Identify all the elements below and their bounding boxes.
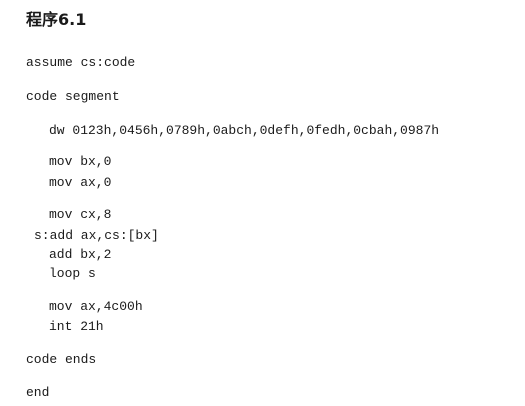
code-line-add-bx: add bx,2 (49, 247, 112, 262)
code-line-assume: assume cs:code (26, 55, 136, 70)
code-line-ends: code ends (26, 352, 97, 367)
code-line-int: int 21h (49, 319, 104, 334)
code-line-mov-cx: mov cx,8 (49, 207, 112, 222)
code-line-mov-bx: mov bx,0 (49, 154, 112, 169)
code-line-dw: dw 0123h,0456h,0789h,0abch,0defh,0fedh,0… (49, 123, 440, 138)
code-line-mov-ax-exit: mov ax,4c00h (49, 299, 143, 314)
code-line-segment: code segment (26, 89, 120, 104)
code-line-label-s: s:add ax,cs:[bx] (34, 228, 159, 243)
code-line-mov-ax: mov ax,0 (49, 175, 112, 190)
code-line-end: end (26, 385, 50, 400)
program-title: 程序6.1 (26, 10, 87, 29)
code-line-loop: loop s (49, 266, 96, 281)
